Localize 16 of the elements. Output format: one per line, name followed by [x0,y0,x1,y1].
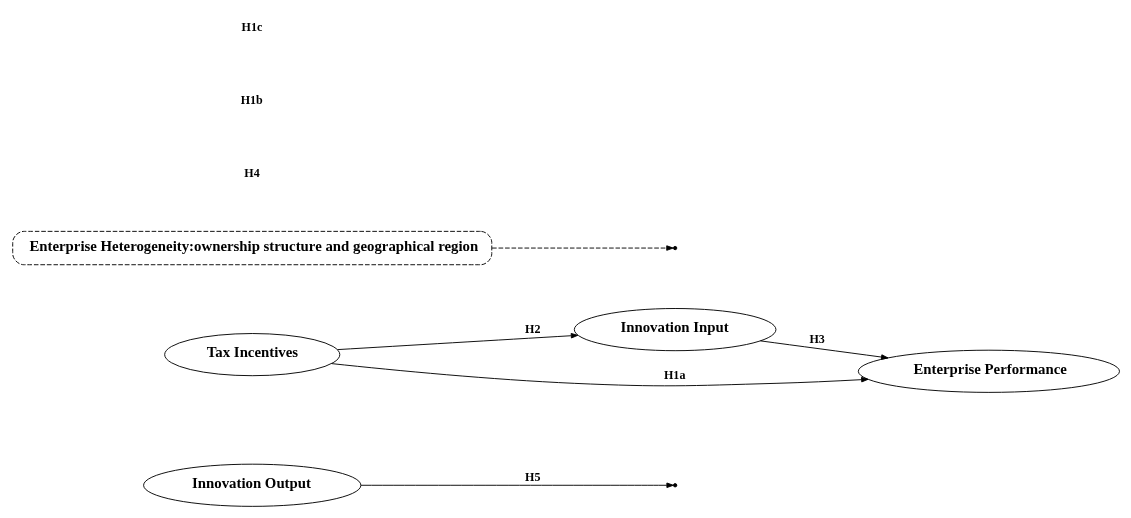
edge-label: H1a [663,368,685,383]
label: H4 [243,166,260,181]
edge-label: H5 [524,470,540,484]
arrow [360,482,674,488]
label: H1c [241,19,262,34]
edge-label: H2 [524,321,540,336]
node-box: Enterprise Heterogeneity:ownership structure and geographical region [11,230,492,266]
node-ellipse: Innovation Output [142,463,361,507]
arrow [330,363,869,387]
node-ellipse: Innovation Input [573,308,776,352]
node-ellipse: Tax Incentives [163,333,340,377]
arrow [491,245,674,251]
label: H1b [240,92,263,107]
edge-label: H3 [808,331,825,346]
arrow [759,340,888,360]
arrow [336,333,578,351]
